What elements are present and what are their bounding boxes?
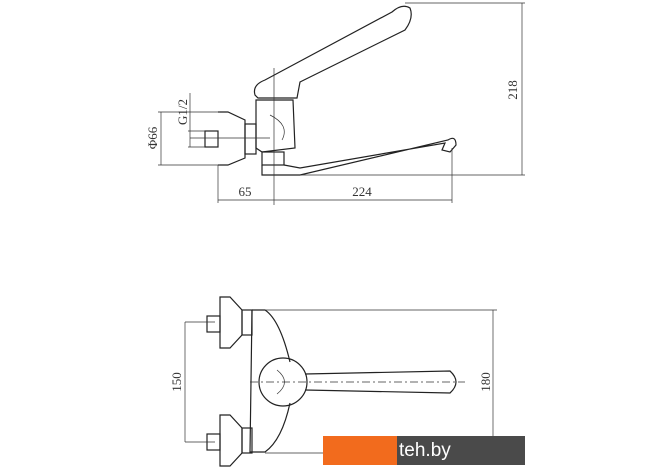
inlet-connector bbox=[204, 130, 219, 148]
spout-nut bbox=[261, 151, 285, 166]
height-dimension: 218 bbox=[505, 80, 520, 100]
spout-reach-dimension: 224 bbox=[352, 184, 372, 199]
lower-flange bbox=[219, 414, 243, 467]
wall-flange bbox=[218, 111, 246, 166]
watermark-logo-block bbox=[323, 436, 397, 465]
top-view: 150 180 bbox=[169, 296, 497, 467]
lever-arm bbox=[304, 370, 457, 394]
valve-body bbox=[255, 99, 296, 153]
lever-handle bbox=[253, 5, 412, 99]
width-dimension: 180 bbox=[478, 372, 493, 392]
watermark-text: teh.by bbox=[397, 436, 525, 465]
flange-nut bbox=[244, 123, 257, 155]
inlet-spacing-dimension: 150 bbox=[169, 372, 184, 392]
flange-diameter-dimension: Φ66 bbox=[145, 126, 160, 149]
upper-flange bbox=[219, 296, 243, 349]
watermark: teh.by bbox=[323, 436, 525, 465]
wall-offset-dimension: 65 bbox=[239, 184, 252, 199]
side-view: 218 65 224 Φ66 G1/2 bbox=[145, 2, 525, 205]
spout bbox=[261, 137, 457, 176]
lever-hub bbox=[258, 357, 308, 407]
thread-dimension: G1/2 bbox=[175, 99, 190, 125]
valve-body-top bbox=[249, 309, 291, 453]
